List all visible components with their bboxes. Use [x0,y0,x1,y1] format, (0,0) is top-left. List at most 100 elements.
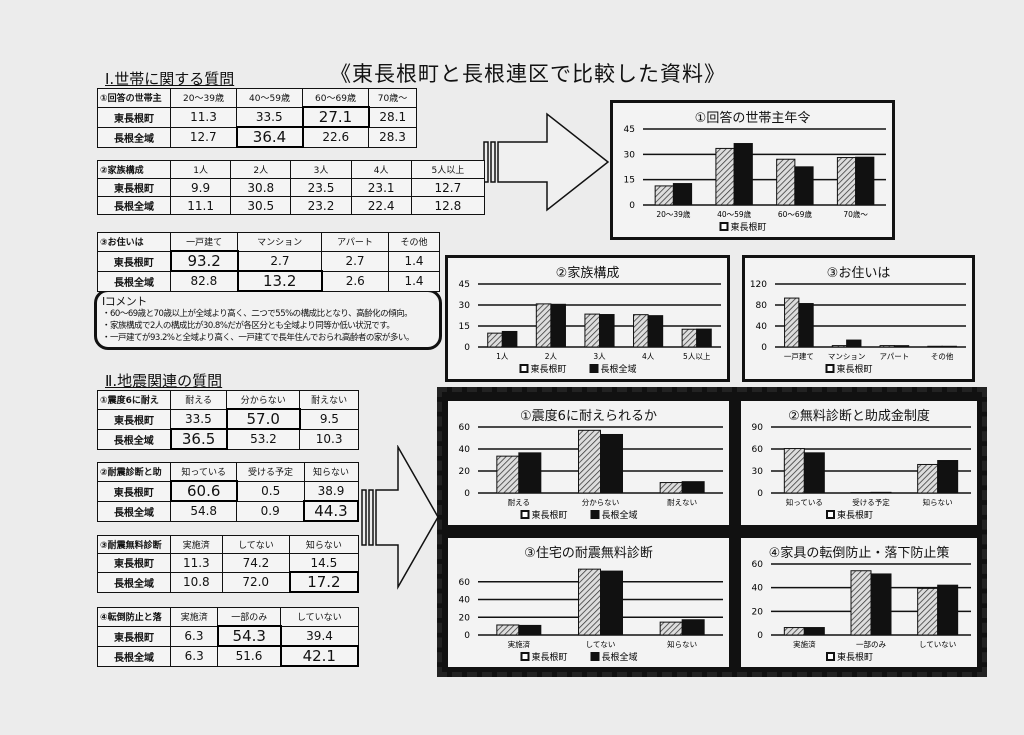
x-tick-label: 4人 [642,352,655,361]
table-cell: 10.3 [299,428,359,450]
row-label: 長根全域 [97,428,171,450]
x-tick-label: 受ける予定 [852,497,890,507]
column-header: 1人 [169,160,232,179]
x-tick-label: してない [586,640,616,649]
x-tick-label: アパート [879,352,909,361]
x-tick-label: 知らない [923,497,953,507]
y-tick-label: 40 [459,445,471,455]
x-tick-label: 実施済 [508,639,531,649]
table-label: ①回答の世帯主 [97,88,171,108]
x-tick-label: 70歳～ [843,209,868,219]
bar [783,627,805,636]
y-tick-label: 45 [459,280,470,290]
row-label: 長根全域 [97,126,171,148]
row-label: 長根全域 [97,196,171,215]
column-header: 70歳～ [368,88,417,108]
bar [550,303,566,348]
x-tick-label: 知っている [786,497,823,507]
table-cell: 2.6 [321,270,390,292]
row-label: 長根全域 [97,571,171,593]
bar [501,330,518,348]
legend-label: 東長根町 [532,651,568,663]
x-tick-label: 実施済 [793,639,816,649]
bar [784,297,800,348]
y-tick-label: 30 [459,301,471,311]
legend-swatch [826,510,835,519]
table-header-row: ④転倒防止と落実施済一部のみしていない [97,607,359,627]
table-header-row: ③お住いは一戸建てマンションアパートその他 [97,232,440,252]
chart-title: ②家族構成 [555,266,620,281]
bar [654,185,674,206]
y-tick-label: 60 [459,578,471,588]
bar [633,314,649,348]
bar [798,303,814,348]
table-cell: 13.2 [236,270,323,292]
x-tick-label: 2人 [545,352,558,361]
bar [487,332,503,348]
comment-title: Ⅰコメント [102,295,147,308]
legend-swatch [590,652,600,661]
bar [846,339,862,348]
row-label: 東長根町 [97,553,171,573]
legend-swatch [520,652,530,661]
y-tick-label: 20 [752,607,764,617]
table-header-row: ③耐震無料診断実施済してない知らない [97,535,359,554]
y-tick-label: 0 [757,489,763,499]
x-tick-label: 20～39歳 [656,209,691,219]
x-tick-label: その他 [931,351,954,361]
row-label: 東長根町 [97,480,171,502]
legend-label: 長根全域 [602,651,638,663]
table-cell: 42.1 [279,645,360,667]
row-label: 東長根町 [97,178,171,197]
table-cell: 10.8 [170,571,223,593]
y-tick-label: 60 [752,445,764,455]
bar [937,584,959,636]
legend-label: 東長根町 [731,221,767,233]
table-cell: 12.8 [410,196,486,215]
bar [937,460,959,494]
y-tick-label: 0 [757,631,763,641]
comment-line: ・60～69歳と70歳以上が全域より高く、二つで55%の構成比となり、高齢化の傾… [102,309,413,319]
table-cell: 17.2 [288,571,360,593]
bar [794,166,814,206]
chart-title: ④家具の転倒防止・落下防止策 [768,546,950,561]
y-tick-label: 40 [459,596,471,606]
bar [578,568,601,636]
table-cell: 28.3 [368,126,417,148]
bar [803,627,825,636]
bar [681,481,705,494]
column-header: その他 [388,232,440,252]
chart-title: ①回答の世帯主年令 [694,111,811,126]
y-tick-label: 40 [752,584,764,594]
table-header-row: ①震度6に耐え耐える分からない耐えない [97,390,359,410]
y-tick-label: 0 [629,201,635,211]
table-cell: 74.2 [221,553,291,573]
column-header: 耐えない [299,390,359,410]
bar [496,624,520,636]
bar [599,314,615,348]
y-tick-label: 30 [624,150,636,160]
table-cell: 22.6 [302,126,369,148]
legend-label: 長根全域 [602,509,638,521]
table-cell: 30.5 [230,196,292,215]
column-header: 40～59歳 [236,88,303,108]
legend-label: 東長根町 [837,509,873,521]
page-title: 《東長根町と長根連区で比較した資料》 [330,62,726,86]
